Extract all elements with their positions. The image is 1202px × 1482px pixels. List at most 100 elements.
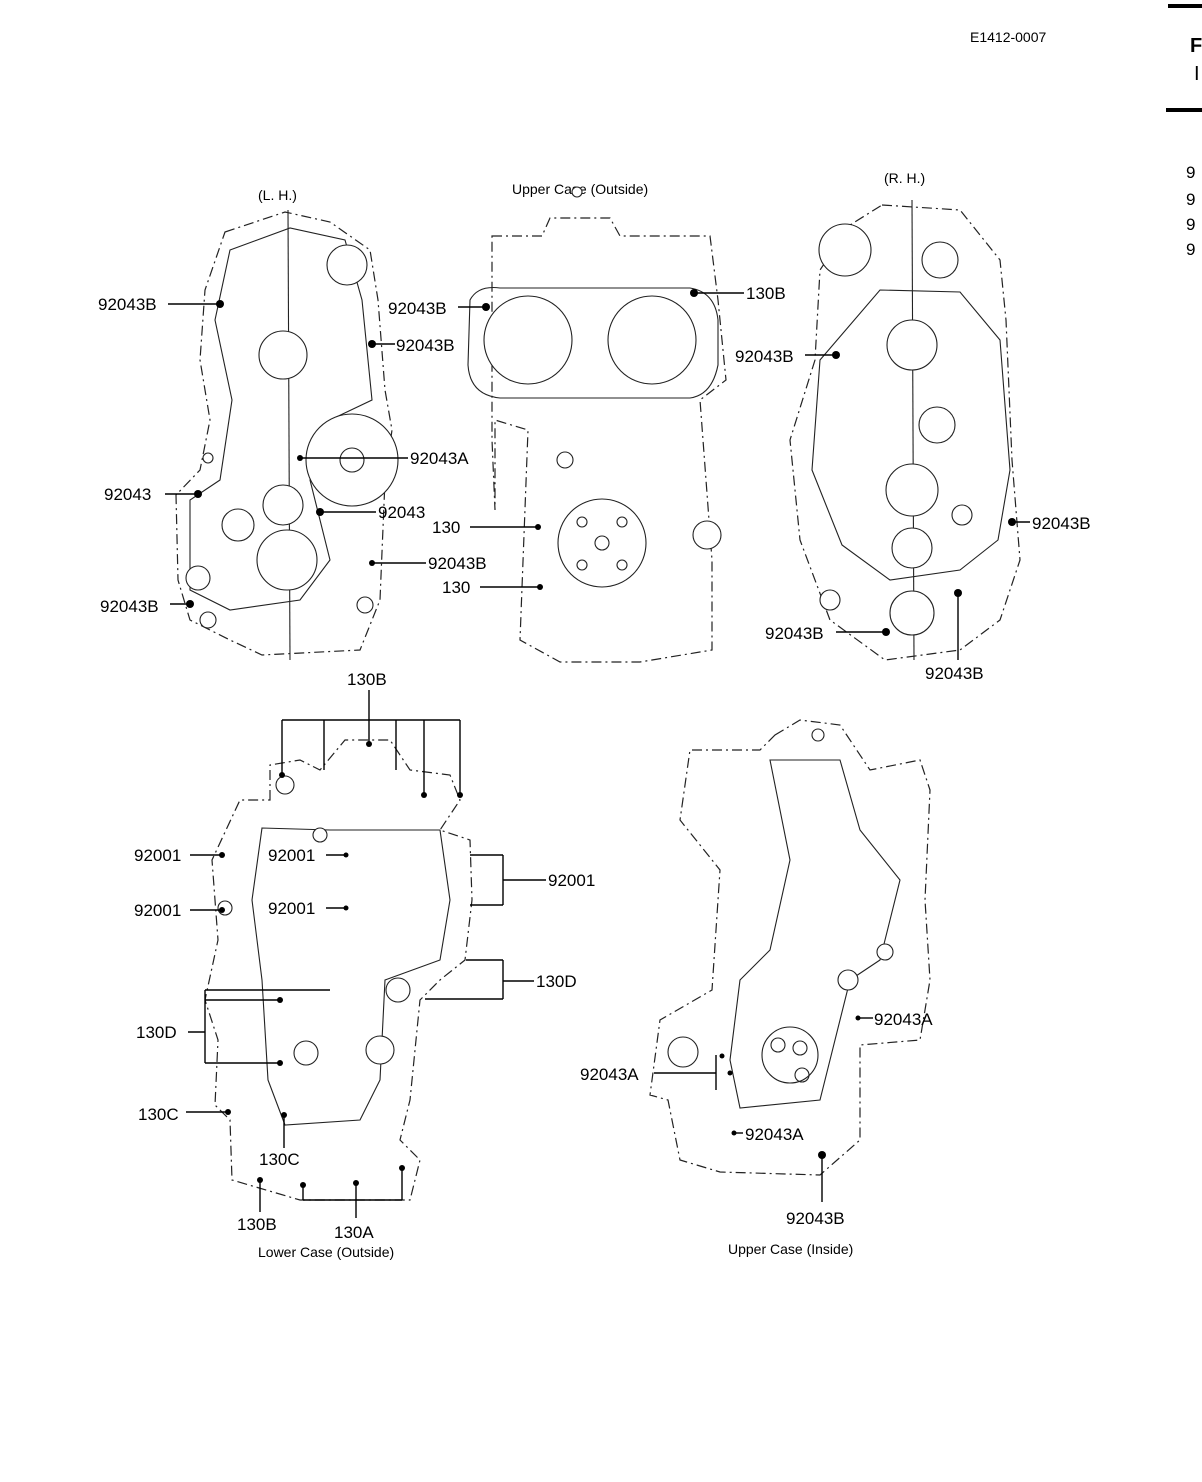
rh-bore-lower — [891, 527, 933, 569]
upper-outside-boss-3 — [571, 186, 583, 198]
upper-inside-label-1: 92043A — [874, 1010, 933, 1029]
lower-outside-label-12: 130A — [334, 1223, 374, 1242]
lower-outside-bolt-8b — [277, 1060, 283, 1066]
lower-outside-label-1: 130B — [347, 670, 387, 689]
lower-outside-boss-2 — [312, 827, 328, 843]
upper-inside-bolt-3 — [731, 1130, 737, 1136]
upper-outside-label-1: 92043B — [388, 299, 447, 318]
upper-inside-view: Upper Case (Inside) 92043A 92043A 92043A… — [580, 719, 933, 1257]
upper-outside-bolt-1 — [482, 303, 490, 311]
lh-bore-upper — [258, 330, 308, 380]
lower-outside-bolt-130b-4 — [457, 792, 463, 798]
lower-outside-label-4: 92001 — [268, 846, 315, 865]
upper-outside-crank-inner-1 — [594, 535, 610, 551]
rh-label-2: 92043B — [1032, 514, 1091, 533]
lower-outside-bolt-3 — [219, 907, 225, 913]
margin-number-2: 9 — [1186, 190, 1195, 209]
lower-outside-bolt-130b-2 — [366, 741, 372, 747]
upper-inside-bore-2 — [761, 1026, 819, 1084]
rh-view: (R. H.) 92043B 92043B 92043B 92043B — [735, 170, 1091, 683]
lh-label-2: 92043B — [396, 336, 455, 355]
upper-outside-label-4: 130 — [442, 578, 470, 597]
upper-inside-boss-1 — [837, 969, 859, 991]
upper-outside-crank-inner-5 — [616, 559, 628, 571]
lh-bolt-5 — [316, 508, 324, 516]
lower-outside-boss-1 — [275, 775, 295, 795]
upper-outside-crank-wheel — [557, 498, 647, 588]
lh-bolt-3 — [297, 455, 303, 461]
upper-inside-bolt-4 — [818, 1151, 826, 1159]
rh-label-4: 92043B — [925, 664, 984, 683]
rh-bolt-1 — [832, 351, 840, 359]
upper-inside-outline — [649, 719, 931, 1176]
lh-bolt-2 — [368, 340, 376, 348]
lh-label-7: 92043B — [100, 597, 159, 616]
rh-bore-mid-right — [918, 406, 956, 444]
lower-outside-bolt-12a — [300, 1182, 306, 1188]
lh-bore-lower — [256, 529, 318, 591]
rh-bore-top — [818, 223, 872, 277]
lh-case-outline — [175, 211, 393, 656]
lower-outside-bolt-9 — [225, 1109, 231, 1115]
lh-label-1: 92043B — [98, 295, 157, 314]
lh-boss-3 — [199, 611, 217, 629]
upper-inside-boss-2 — [811, 728, 825, 742]
upper-inside-label-4: 92043B — [786, 1209, 845, 1228]
lh-caption: (L. H.) — [258, 187, 297, 203]
upper-outside-bore-left — [483, 295, 573, 385]
lower-outside-bolt-5 — [343, 905, 349, 911]
lower-outside-bolt-12b — [353, 1180, 359, 1186]
rh-boss-1 — [951, 504, 973, 526]
upper-outside-bolt-2 — [690, 289, 698, 297]
lower-outside-label-6: 92001 — [548, 871, 595, 890]
lower-outside-bolt-12c — [399, 1165, 405, 1171]
lh-label-6: 92043B — [428, 554, 487, 573]
rh-gasket-line — [811, 289, 1011, 581]
rh-bolt-2 — [1008, 518, 1016, 526]
lower-outside-label-11: 130B — [237, 1215, 277, 1234]
upper-outside-label-3: 130 — [432, 518, 460, 537]
lower-outside-bolt-11 — [257, 1177, 263, 1183]
lh-label-5: 92043 — [378, 503, 425, 522]
margin-fragment-2: I — [1194, 63, 1200, 85]
upper-inside-label-2: 92043A — [580, 1065, 639, 1084]
lower-outside-label-5: 92001 — [268, 899, 315, 918]
upper-inside-label-3: 92043A — [745, 1125, 804, 1144]
rh-bore-upper — [886, 319, 938, 371]
upper-outside-boss-1 — [692, 520, 722, 550]
rh-boss-2 — [819, 589, 841, 611]
lh-bore-top — [326, 244, 368, 286]
upper-inside-bolt-1 — [855, 1015, 861, 1021]
margin-number-4: 9 — [1186, 240, 1195, 259]
lh-bore-left — [221, 508, 255, 542]
lower-outside-outline — [204, 739, 473, 1201]
upper-inside-caption: Upper Case (Inside) — [728, 1241, 853, 1257]
upper-inside-gear-1 — [770, 1037, 786, 1053]
upper-outside-bore-right — [607, 295, 697, 385]
lower-outside-label-2: 92001 — [134, 846, 181, 865]
lh-bore-foot — [185, 565, 211, 591]
lh-bolt-1 — [216, 300, 224, 308]
upper-outside-bolt-4 — [537, 584, 543, 590]
lh-boss-1 — [202, 452, 214, 464]
upper-outside-crank-inner-3 — [616, 516, 628, 528]
rh-caption: (R. H.) — [884, 170, 925, 186]
doc-number: E1412-0007 — [970, 29, 1047, 45]
lower-outside-bolt-8a — [277, 997, 283, 1003]
lower-outside-bolt-130b-3 — [421, 792, 427, 798]
upper-inside-bore-1 — [667, 1036, 699, 1068]
upper-outside-boss-2 — [556, 451, 574, 469]
upper-inside-bolt-2b — [727, 1070, 733, 1076]
lh-bore-mid — [262, 484, 304, 526]
upper-outside-view: Upper Case (Outside) 92043B 130B 130 130 — [388, 181, 786, 663]
rh-bolt-4 — [954, 589, 962, 597]
lower-outside-label-10: 130C — [259, 1150, 300, 1169]
rh-bore-foot — [889, 590, 935, 636]
lower-outside-caption: Lower Case (Outside) — [258, 1244, 394, 1260]
upper-inside-boss-3 — [876, 943, 894, 961]
lower-outside-label-8: 130D — [136, 1023, 177, 1042]
rh-divider — [911, 199, 915, 661]
upper-inside-inner — [729, 759, 901, 1109]
